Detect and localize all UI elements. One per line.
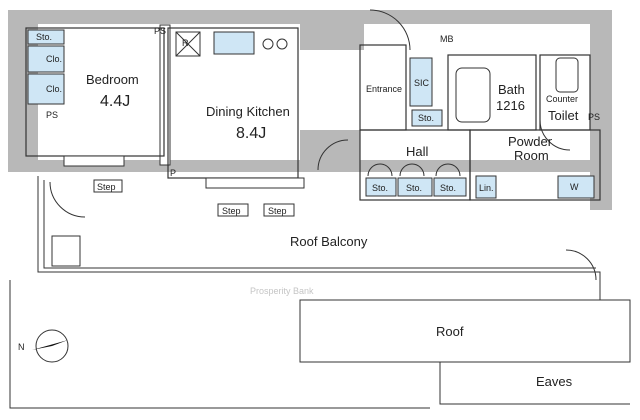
sto-label-bedroom: Sto. (36, 32, 52, 42)
north-arrow-icon (32, 340, 68, 350)
kitchen-window (205, 177, 305, 189)
sto-box-hall-3 (433, 177, 467, 197)
mb-label: MB (440, 34, 454, 44)
bath-size: 1216 (496, 98, 525, 113)
sic-box (409, 57, 433, 107)
roof-area (299, 299, 631, 363)
roof-balcony-label: Roof Balcony (290, 234, 368, 249)
eaves-label: Eaves (536, 374, 573, 389)
powder-room-label: Powder Room (508, 134, 556, 163)
step-box-2 (217, 203, 249, 217)
powder-door-arc (539, 119, 571, 151)
stove-burner-icon-1 (262, 38, 274, 50)
toilet-icon (555, 57, 579, 93)
ps-label-right: PS (588, 112, 600, 122)
sto-label-hall-1: Sto. (372, 183, 388, 193)
step-label-3: Step (268, 206, 287, 216)
clo-box-2 (27, 73, 65, 105)
watermark: Prosperity Bank (250, 286, 314, 296)
stove-burner-icon-2 (276, 38, 288, 50)
dining-kitchen-label: Dining Kitchen (206, 104, 290, 119)
walls (8, 10, 612, 210)
sto-box-hall-1 (365, 177, 397, 197)
lin-label: Lin. (479, 183, 494, 193)
hall-closet-arc-1 (367, 163, 393, 177)
compass (32, 329, 69, 363)
hall-label: Hall (406, 144, 429, 159)
r-label: R (182, 38, 189, 48)
kitchen-door-arc (317, 139, 349, 171)
balcony-outlines (9, 176, 631, 409)
sto-label-entrance: Sto. (418, 113, 434, 123)
dining-kitchen-area: 8.4J (236, 125, 266, 142)
balcony-door-arc (49, 181, 86, 218)
bedroom-area: 4.4J (100, 93, 130, 110)
north-label: N (18, 342, 25, 352)
sic-label: SIC (414, 78, 430, 88)
sto-box-entrance (411, 109, 443, 127)
powder-room-line-1: Powder (508, 134, 553, 149)
step-label-2: Step (222, 206, 241, 216)
powder-room-line-2: Room (514, 148, 549, 163)
hall-closet-arc-2 (399, 163, 425, 177)
entrance-door-arc (369, 9, 411, 51)
doors (49, 9, 597, 281)
sto-box-1 (27, 29, 65, 45)
labels: Sto. Clo. Clo. PS Bedroom 4.4J R PS Dini… (18, 26, 600, 389)
compass-ring (35, 329, 69, 363)
roof-door-arc (565, 249, 597, 281)
balcony-outline (37, 176, 601, 300)
steps (93, 179, 295, 217)
entrance-label: Entrance (366, 84, 402, 94)
step-label-1: Step (97, 182, 116, 192)
room-outlines (25, 27, 601, 201)
sink-box (213, 31, 255, 55)
balcony-box (51, 235, 81, 267)
eaves-outline (439, 362, 630, 405)
sto-label-hall-3: Sto. (440, 183, 456, 193)
bath-label: Bath (498, 82, 525, 97)
toilet-label: Toilet (548, 108, 579, 123)
step-box-1 (93, 179, 123, 193)
w-label: W (570, 182, 579, 192)
p-label: P (170, 168, 176, 178)
bedroom-label: Bedroom (86, 72, 139, 87)
hall-closet-arc-3 (435, 163, 461, 177)
bathtub-icon (455, 67, 491, 123)
ps-label-left: PS (46, 110, 58, 120)
lin-box (475, 175, 497, 199)
step-box-3 (263, 203, 295, 217)
windows (63, 155, 305, 189)
wall-kitchen-top (300, 12, 364, 50)
fridge-diagonal-2 (175, 31, 201, 57)
wall-bedroom-divider (159, 24, 171, 166)
balcony-inner-outline (43, 180, 596, 269)
ps-label-kitchen: PS (154, 26, 166, 36)
counter-label: Counter (546, 94, 578, 104)
w-box (557, 175, 595, 199)
wall-entrance (300, 130, 360, 170)
storage-units (27, 29, 595, 199)
bedroom-window (63, 155, 125, 167)
fridge-box (175, 31, 201, 57)
powder-room-outline (469, 129, 601, 201)
roof-label: Roof (436, 324, 464, 339)
fixtures (175, 31, 579, 123)
clo-box-1 (27, 45, 65, 73)
clo-label-2: Clo. (46, 84, 62, 94)
sto-label-hall-2: Sto. (406, 183, 422, 193)
roof-outline (9, 280, 430, 409)
clo-label-1: Clo. (46, 54, 62, 64)
sto-box-hall-2 (397, 177, 433, 197)
